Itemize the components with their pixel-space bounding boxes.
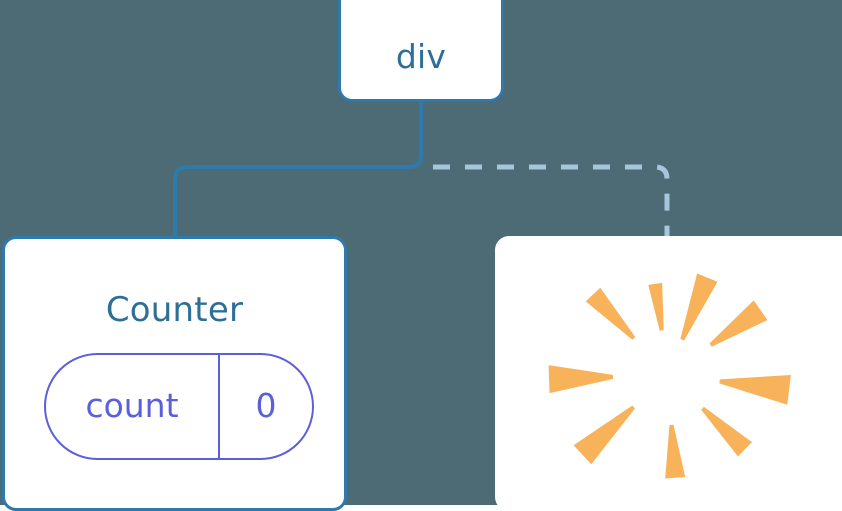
- state-value-label: 0: [255, 385, 277, 425]
- sparkle-ray-3: [709, 300, 768, 347]
- node-counter-label: Counter: [105, 290, 244, 330]
- sparkle-ray-9: [665, 424, 686, 479]
- state-key-label: count: [85, 385, 179, 425]
- edge-div-to-counter: [173, 101, 423, 236]
- state-value-cell: 0: [220, 355, 312, 458]
- sparkle-ray-5: [548, 365, 614, 394]
- sparkle-ray-1: [680, 273, 718, 341]
- state-pill-count[interactable]: count 0: [44, 353, 314, 460]
- node-div[interactable]: div: [338, 0, 504, 102]
- sparkle-ray-7: [573, 405, 635, 465]
- node-div-label: div: [395, 37, 447, 76]
- edge-div-to-sparkle: [433, 164, 670, 236]
- sparkle-ray-4: [585, 287, 636, 340]
- node-counter[interactable]: Counter count 0: [2, 236, 347, 511]
- node-sparkle-burst[interactable]: [495, 236, 842, 511]
- sparkle-icon: [548, 273, 791, 479]
- sparkle-ray-2: [648, 282, 664, 331]
- sparkle-ray-8: [701, 406, 752, 457]
- state-key-cell: count: [46, 355, 220, 458]
- sparkle-ray-6: [719, 374, 791, 405]
